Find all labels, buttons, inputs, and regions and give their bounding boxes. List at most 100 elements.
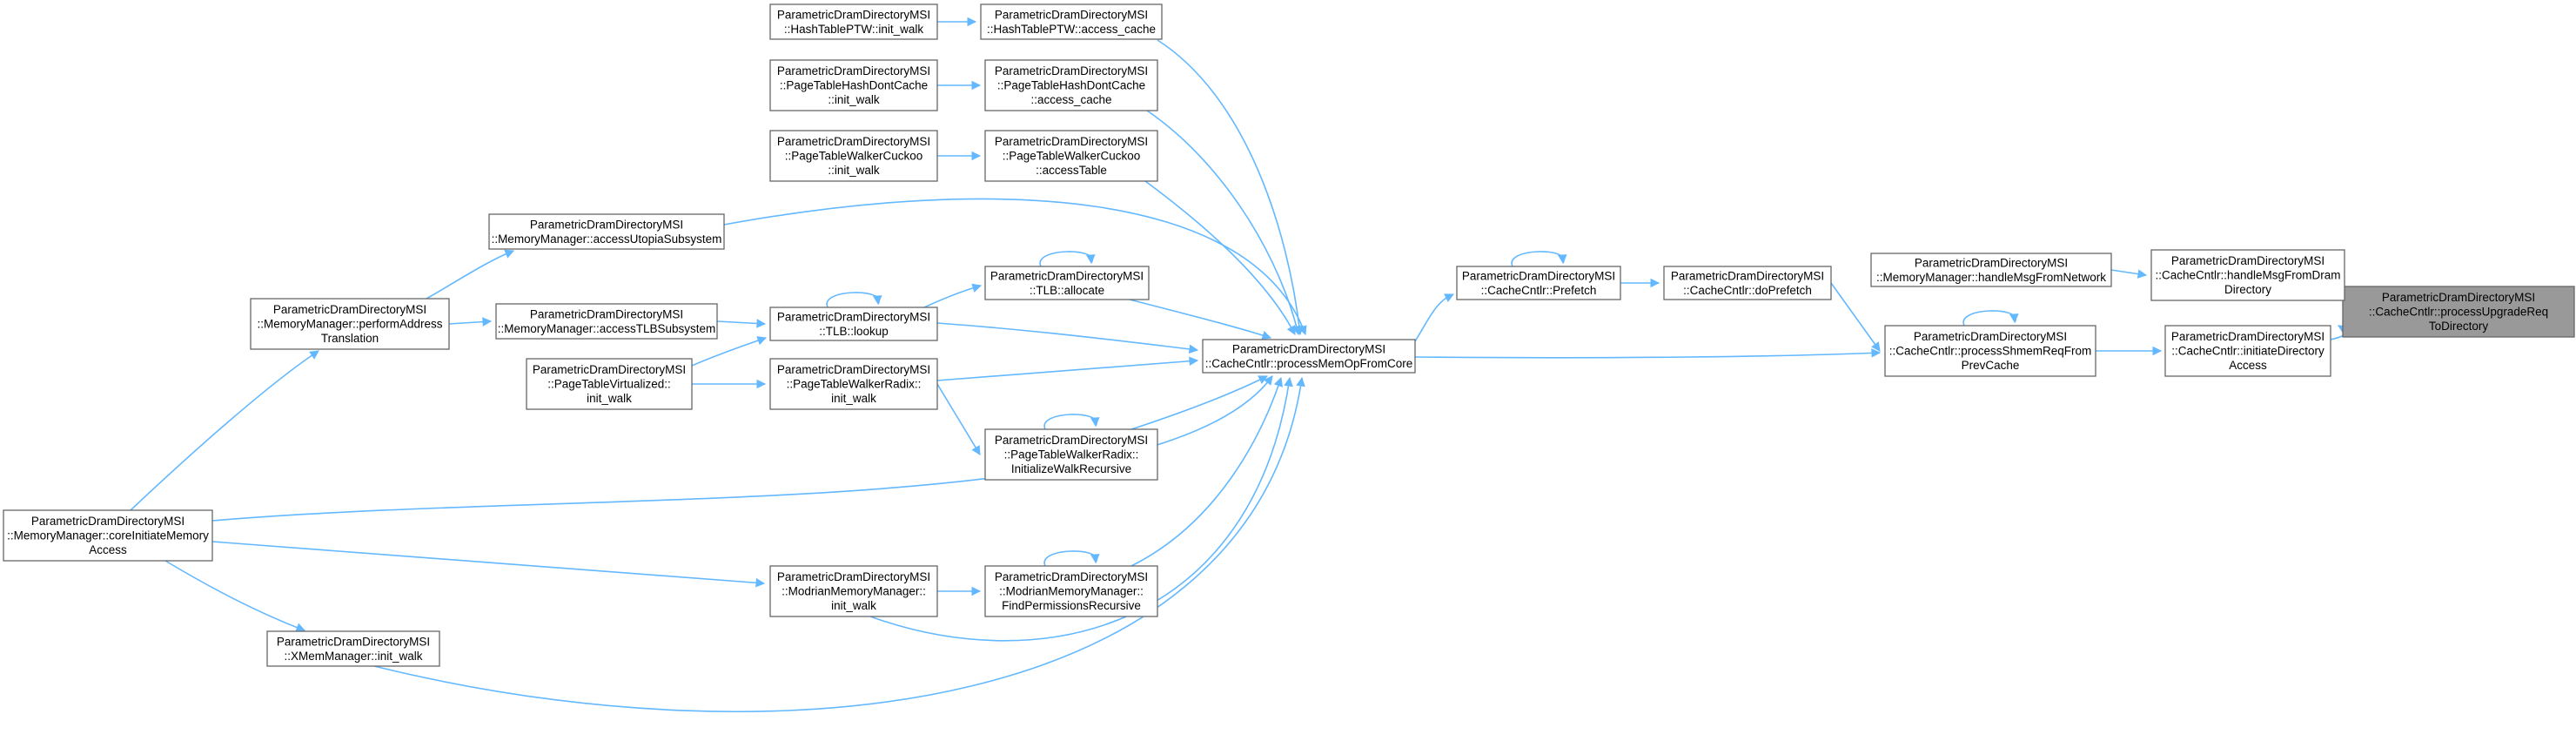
node-label-line: ::init_walk: [828, 93, 880, 106]
node-radixInit[interactable]: ParametricDramDirectoryMSI::PageTableWal…: [769, 358, 938, 410]
edge-prefetch-to-doPrefetch: [1620, 278, 1660, 288]
node-label-line: ::MemoryManager::accessTLBSubsystem: [498, 322, 716, 335]
edge-arrowhead: [756, 319, 767, 328]
node-label-line: ParametricDramDirectoryMSI: [2171, 254, 2324, 267]
node-prefetch[interactable]: ParametricDramDirectoryMSI::CacheCntlr::…: [1456, 266, 1621, 300]
edge-arrowhead: [873, 295, 882, 306]
node-radixInitializeWalk[interactable]: ParametricDramDirectoryMSI::PageTableWal…: [984, 428, 1158, 481]
node-label-line: init_walk: [831, 599, 876, 612]
edge-arrowhead: [1284, 376, 1293, 387]
edge-coreInitiateMemoryAccess-to-xmemInit: [164, 560, 306, 632]
node-label-line: ParametricDramDirectoryMSI: [1462, 269, 1615, 282]
node-box: [3, 509, 213, 562]
edge-xmemInit-to-processMemOpFromCore: [373, 376, 1305, 713]
edge-arrowhead: [756, 379, 767, 389]
node-root[interactable]: ParametricDramDirectoryMSI::CacheCntlr::…: [2342, 286, 2575, 338]
node-label-line: ::HashTablePTW::access_cache: [987, 23, 1156, 36]
node-cuckooInit[interactable]: ParametricDramDirectoryMSI::PageTableWal…: [769, 130, 938, 182]
edge-cuckooInit-to-cuckooAccessTable: [937, 151, 982, 161]
node-box: [495, 303, 718, 340]
node-label-line: PrevCache: [1962, 359, 2020, 372]
edge-arrowhead: [1263, 375, 1273, 386]
node-box: [984, 266, 1150, 300]
edge-coreInitiateMemoryAccess-to-performAddressTranslation: [130, 350, 319, 511]
node-processShmemReqFromPrevCache[interactable]: ParametricDramDirectoryMSI::CacheCntlr::…: [1884, 325, 2096, 377]
node-label-line: ParametricDramDirectoryMSI: [995, 570, 1148, 583]
node-modrianFindPermissions[interactable]: ParametricDramDirectoryMSI::ModrianMemor…: [984, 565, 1158, 617]
edge-arrowhead: [2009, 313, 2019, 324]
node-box: [2150, 249, 2345, 301]
edge-accessTLB-to-tlbLookup: [716, 319, 767, 328]
node-dontCacheInit[interactable]: ParametricDramDirectoryMSI::PageTableHas…: [769, 59, 938, 111]
node-hashAccessCache[interactable]: ParametricDramDirectoryMSI::HashTablePTW…: [980, 3, 1163, 40]
node-label-line: ParametricDramDirectoryMSI: [777, 8, 930, 21]
node-label-line: ParametricDramDirectoryMSI: [777, 64, 930, 77]
node-box: [984, 59, 1158, 111]
node-label-line: ::CacheCntlr::processMemOpFromCore: [1205, 357, 1413, 370]
node-box: [984, 130, 1158, 182]
node-label-line: init_walk: [831, 392, 876, 405]
node-accessUtopia[interactable]: ParametricDramDirectoryMSI::MemoryManage…: [488, 213, 725, 250]
node-performAddressTranslation[interactable]: ParametricDramDirectoryMSI::MemoryManage…: [250, 298, 450, 350]
node-box: [1884, 325, 2096, 377]
edge-tlbAllocate-to-tlbAllocate: [1039, 251, 1096, 267]
edge-radixInit-to-radixInitializeWalk: [936, 383, 981, 455]
edge-modrianInit-to-modrianFindPermissions: [937, 586, 982, 596]
edge-arrowhead: [2152, 346, 2163, 356]
edge-processMemOpFromCore-to-processShmemReqFromPrevCache: [1414, 348, 1882, 359]
edge-arrowhead: [295, 623, 306, 632]
node-coreInitiateMemoryAccess[interactable]: ParametricDramDirectoryMSI::MemoryManage…: [3, 509, 213, 562]
node-label-line: ::MemoryManager::performAddress: [257, 318, 442, 331]
edge-arrowhead: [971, 151, 982, 161]
node-label-line: init_walk: [587, 392, 632, 405]
node-handleMsgFromDram[interactable]: ParametricDramDirectoryMSI::CacheCntlr::…: [2150, 249, 2345, 301]
node-hashInitWalk[interactable]: ParametricDramDirectoryMSI::HashTablePTW…: [769, 3, 938, 40]
edge-coreInitiateMemoryAccess-to-modrianInit: [211, 541, 766, 588]
node-processMemOpFromCore[interactable]: ParametricDramDirectoryMSI::CacheCntlr::…: [1202, 339, 1416, 374]
node-label-line: ::PageTableWalkerRadix::: [787, 378, 922, 391]
edge-line: [923, 285, 982, 308]
edge-arrowhead: [1261, 331, 1272, 340]
node-label-line: ParametricDramDirectoryMSI: [1671, 269, 1824, 282]
node-label-line: ParametricDramDirectoryMSI: [990, 269, 1144, 282]
node-label-line: ::PageTableHashDontCache: [997, 79, 1145, 92]
edge-tlbLookup-to-tlbAllocate: [923, 283, 983, 308]
node-label-line: ParametricDramDirectoryMSI: [273, 303, 426, 316]
node-label-line: InitializeWalkRecursive: [1011, 462, 1131, 475]
edge-arrowhead: [971, 445, 981, 455]
node-label-line: ::PageTableWalkerCuckoo: [785, 150, 923, 163]
node-xmemInit[interactable]: ParametricDramDirectoryMSI::XMemManager:…: [266, 630, 440, 667]
node-accessTLB[interactable]: ParametricDramDirectoryMSI::MemoryManage…: [495, 303, 718, 340]
edge-handleMsgFromNetwork-to-handleMsgFromDram: [2110, 269, 2148, 279]
edge-line: [723, 198, 1306, 335]
node-dontCacheAccess[interactable]: ParametricDramDirectoryMSI::PageTableHas…: [984, 59, 1158, 111]
node-label-line: ::PageTableVirtualized::: [547, 378, 671, 391]
node-doPrefetch[interactable]: ParametricDramDirectoryMSI::CacheCntlr::…: [1663, 266, 1832, 300]
node-box: [769, 565, 938, 617]
edge-line: [1043, 550, 1097, 567]
edge-line: [164, 560, 305, 631]
node-label-line: ::access_cache: [1030, 93, 1111, 106]
node-label-line: ToDirectory: [2429, 320, 2489, 333]
node-box: [266, 630, 440, 667]
node-label-line: ParametricDramDirectoryMSI: [777, 570, 930, 583]
node-initiateDirectoryAccess[interactable]: ParametricDramDirectoryMSI::CacheCntlr::…: [2164, 325, 2331, 377]
edge-arrowhead: [1090, 554, 1100, 564]
node-tlbAllocate[interactable]: ParametricDramDirectoryMSI::TLB::allocat…: [984, 266, 1150, 300]
edge-performAddressTranslation-to-accessUtopia: [426, 249, 515, 300]
node-cuckooAccessTable[interactable]: ParametricDramDirectoryMSI::PageTableWal…: [984, 130, 1158, 182]
node-label-line: Access: [2229, 359, 2267, 372]
node-label-line: ::TLB::lookup: [819, 325, 889, 338]
node-box: [769, 59, 938, 111]
edge-line: [936, 383, 981, 455]
edge-line: [1039, 251, 1093, 267]
edge-arrowhead: [1871, 341, 1881, 352]
node-tlbLookup[interactable]: ParametricDramDirectoryMSI::TLB::lookup: [769, 307, 938, 341]
node-modrianInit[interactable]: ParametricDramDirectoryMSI::ModrianMemor…: [769, 565, 938, 617]
node-label-line: ::TLB::allocate: [1030, 284, 1104, 297]
node-handleMsgFromNetwork[interactable]: ParametricDramDirectoryMSI::MemoryManage…: [1870, 253, 2112, 287]
node-virtualizedInit[interactable]: ParametricDramDirectoryMSI::PageTableVir…: [526, 358, 693, 410]
edge-line: [1157, 39, 1301, 335]
edge-arrowhead: [756, 336, 768, 346]
edge-line: [1830, 282, 1881, 352]
